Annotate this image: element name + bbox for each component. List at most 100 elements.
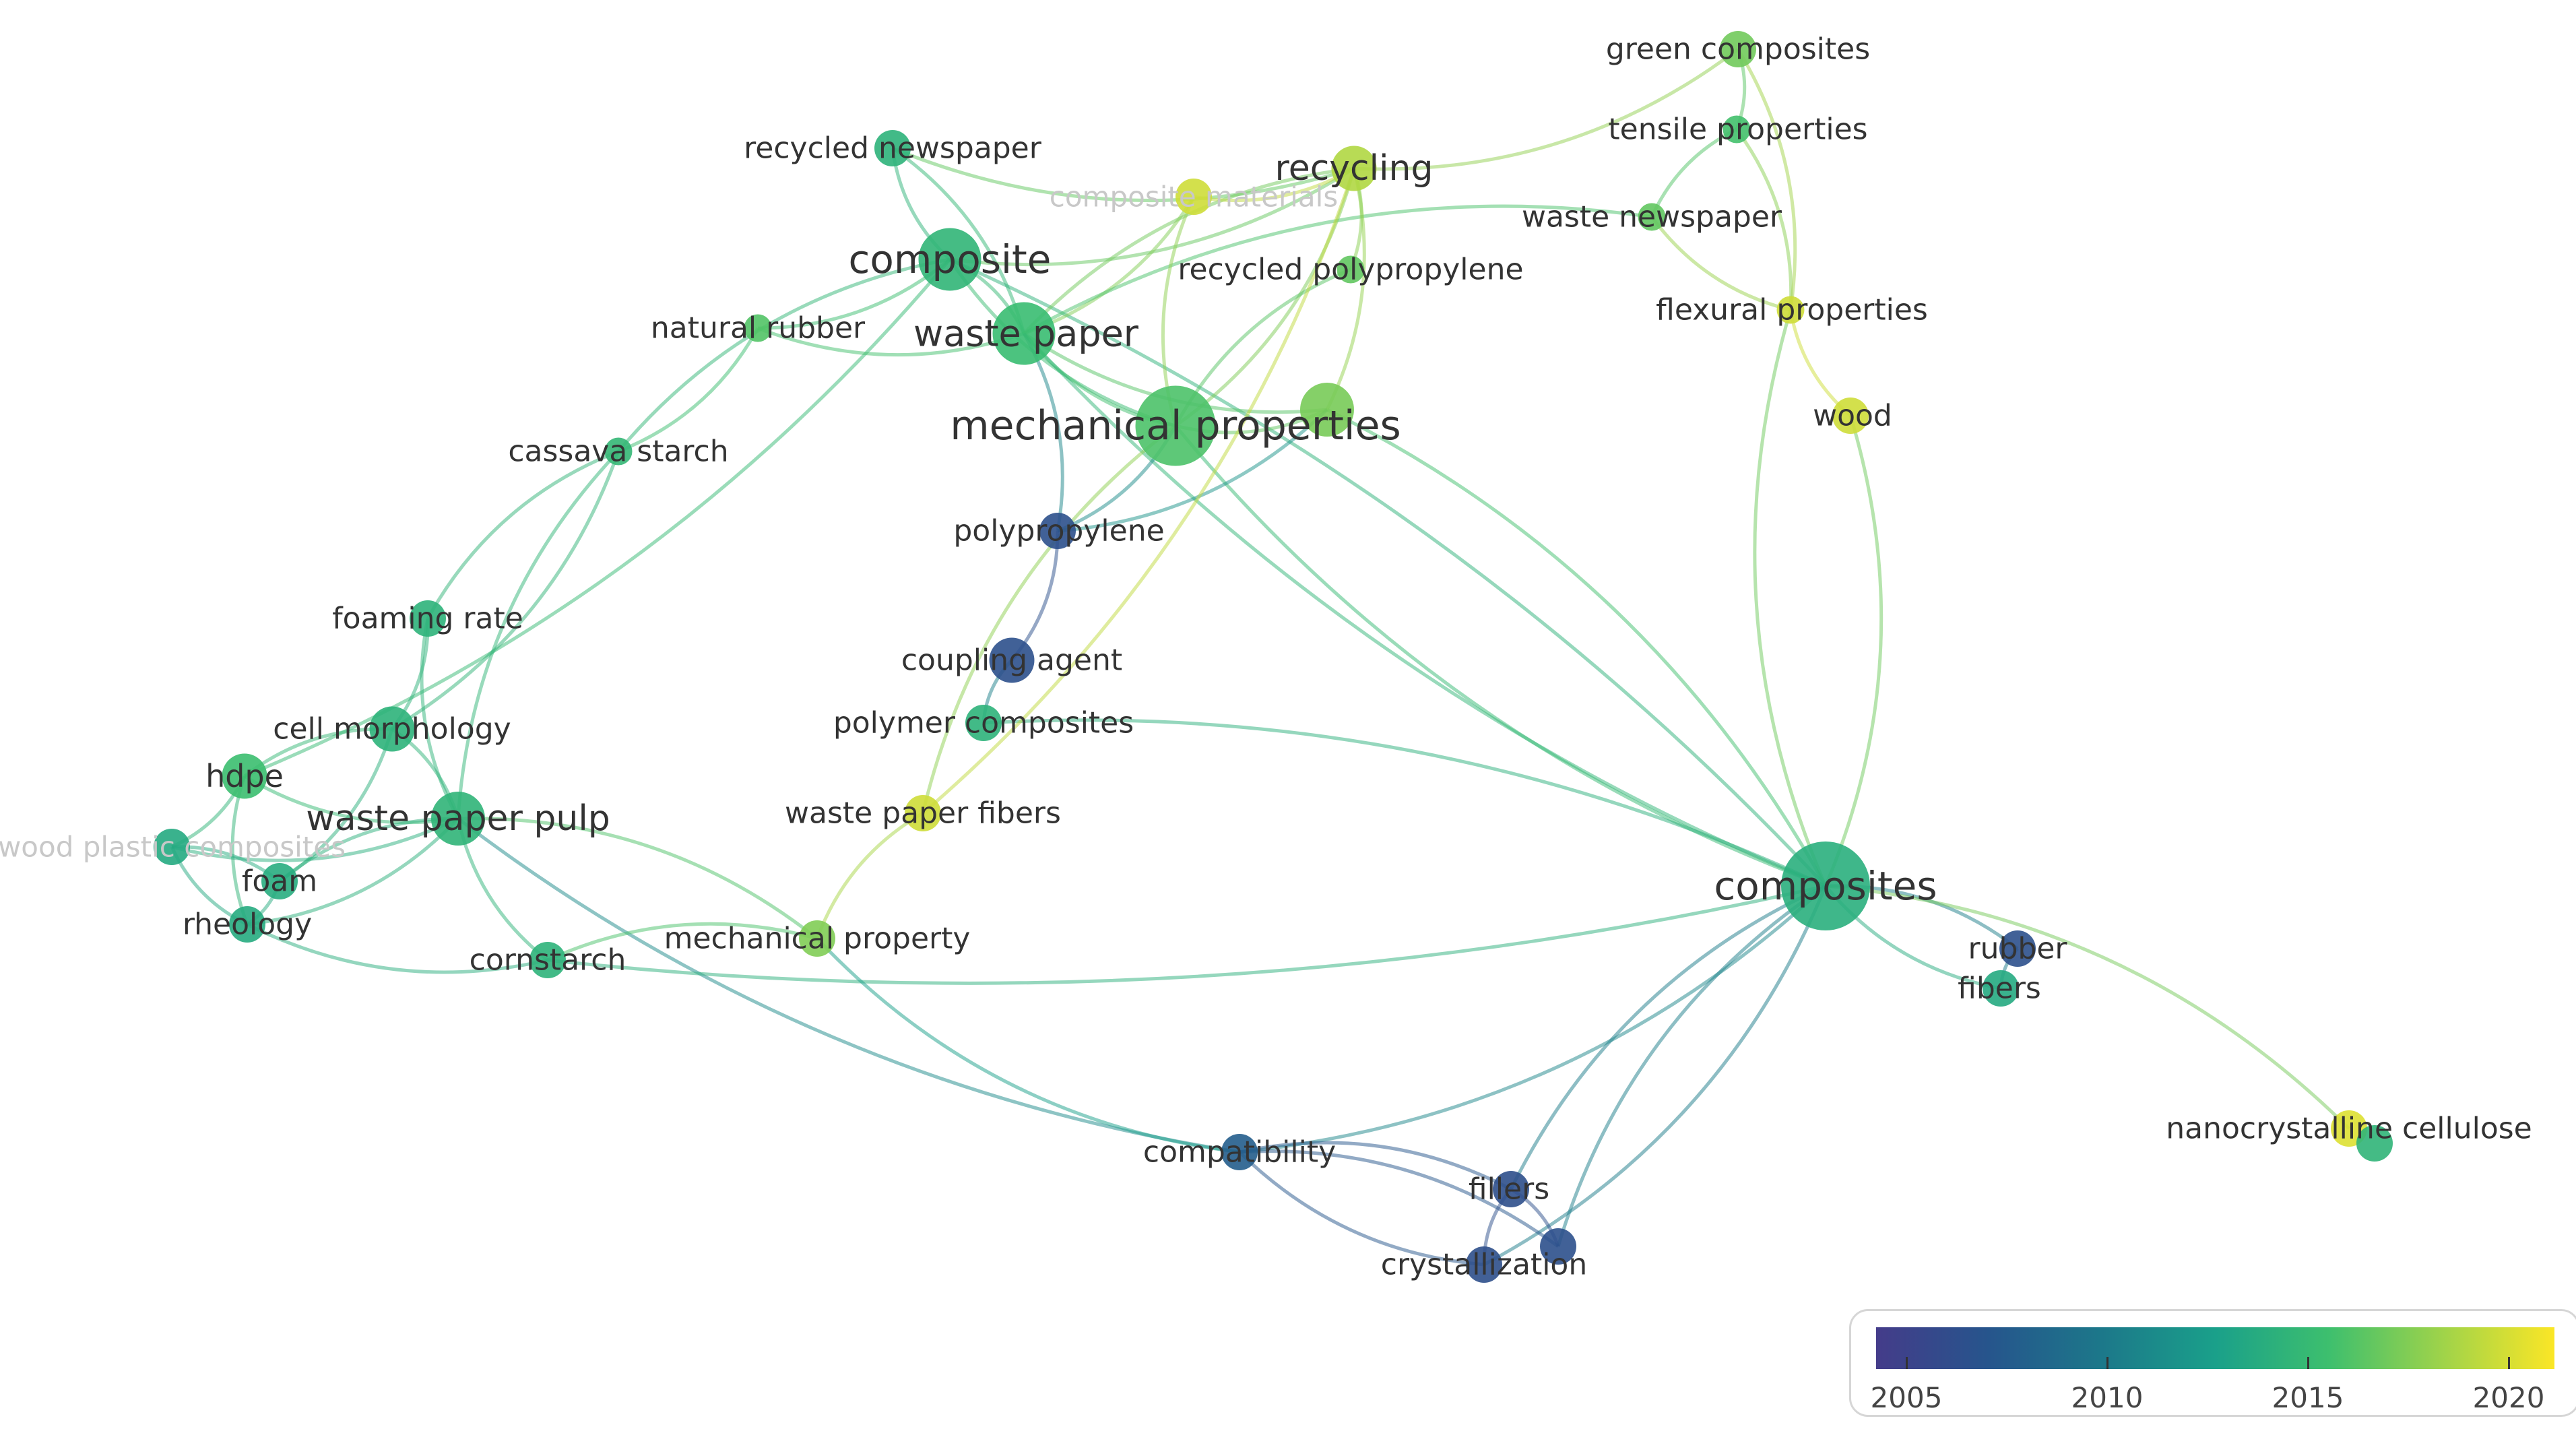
network-node[interactable] xyxy=(1781,841,1870,930)
network-node[interactable] xyxy=(1493,1171,1529,1207)
network-link xyxy=(457,817,818,940)
node-label: flexural properties xyxy=(1656,293,1928,327)
network-node[interactable] xyxy=(261,863,298,899)
network-link xyxy=(1023,204,1652,336)
network-node[interactable] xyxy=(965,705,1002,741)
legend-tick-label: 2005 xyxy=(1870,1381,1943,1414)
legend-tick xyxy=(2307,1357,2309,1369)
legend-tick-label: 2010 xyxy=(2071,1381,2144,1414)
network-link xyxy=(1326,408,1828,887)
network-node[interactable] xyxy=(154,829,190,865)
network-node[interactable] xyxy=(874,130,911,166)
network-link xyxy=(171,817,459,862)
node-label: tensile properties xyxy=(1608,113,1867,147)
network-link xyxy=(420,618,460,820)
network-node[interactable] xyxy=(989,637,1035,683)
network-node[interactable] xyxy=(1176,179,1212,215)
network-link xyxy=(1556,884,1827,1247)
network-link xyxy=(892,146,1355,203)
node-label: composite xyxy=(849,236,1052,282)
network-node[interactable] xyxy=(229,906,265,943)
network-link xyxy=(983,718,1827,888)
node-label: crystallization xyxy=(1381,1248,1587,1282)
node-label: cassava starch xyxy=(508,435,728,469)
network-node[interactable] xyxy=(604,437,633,466)
node-label: mechanical properties xyxy=(950,402,1401,449)
network-link xyxy=(1174,424,1826,888)
network-node[interactable] xyxy=(431,792,485,846)
network-link xyxy=(948,257,1827,887)
network-link xyxy=(244,258,951,778)
network-node[interactable] xyxy=(1999,930,2036,967)
network-node[interactable] xyxy=(1540,1228,1576,1265)
network-link xyxy=(243,774,459,825)
node-label: foam xyxy=(242,864,317,899)
network-link xyxy=(1023,332,1826,888)
network-link xyxy=(757,326,1025,357)
network-link xyxy=(921,424,1177,814)
network-node[interactable] xyxy=(222,753,267,799)
network-node[interactable] xyxy=(1776,296,1805,324)
network-link xyxy=(1239,1149,1559,1248)
network-link xyxy=(1353,48,1739,171)
network-node[interactable] xyxy=(799,920,835,957)
node-label: polypropylene xyxy=(953,514,1164,548)
node-label: cell morphology xyxy=(273,712,511,747)
network-node[interactable] xyxy=(1638,203,1666,231)
network-link xyxy=(1057,408,1328,533)
network-nodes xyxy=(154,31,2393,1283)
network-node[interactable] xyxy=(744,314,772,342)
node-label: hdpe xyxy=(205,758,284,794)
network-link xyxy=(1509,884,1827,1190)
network-link xyxy=(1736,48,1797,311)
node-label: wood xyxy=(1813,399,1892,433)
network-link xyxy=(1239,885,1827,1154)
node-label: mechanical property xyxy=(664,922,971,956)
network-link xyxy=(547,884,1826,985)
network-link xyxy=(1650,127,1738,218)
network-node[interactable] xyxy=(1832,398,1869,434)
network-link xyxy=(456,450,620,819)
node-label: fibers xyxy=(1958,972,2041,1006)
network-link xyxy=(1825,884,2350,1130)
network-node[interactable] xyxy=(1983,970,2019,1007)
network-node[interactable] xyxy=(1720,31,1756,67)
network-node[interactable] xyxy=(1135,385,1216,466)
node-label: rheology xyxy=(183,908,312,942)
network-node[interactable] xyxy=(1039,513,1076,549)
network-node[interactable] xyxy=(992,302,1056,365)
node-label: coupling agent xyxy=(901,643,1122,678)
node-label: rubber xyxy=(1968,932,2068,966)
network-node[interactable] xyxy=(1300,383,1354,437)
network-link xyxy=(949,166,1355,267)
network-node[interactable] xyxy=(918,228,981,291)
node-label: composite materials xyxy=(1050,181,1338,214)
node-label: recycling xyxy=(1275,148,1433,189)
network-node[interactable] xyxy=(905,795,941,831)
network-node[interactable] xyxy=(1221,1134,1258,1170)
network-link xyxy=(1239,1141,1512,1191)
network-link xyxy=(426,449,619,620)
network-node[interactable] xyxy=(529,942,566,978)
node-label: waste paper fibers xyxy=(785,796,1061,831)
network-node[interactable] xyxy=(1337,255,1365,284)
network-node[interactable] xyxy=(1722,115,1751,144)
network-node[interactable] xyxy=(369,706,415,752)
node-label: polymer composites xyxy=(833,706,1134,740)
network-node[interactable] xyxy=(2356,1125,2393,1162)
node-label: recycled newspaper xyxy=(744,131,1042,166)
node-label: compatibility xyxy=(1143,1135,1336,1170)
legend-tick-label: 2020 xyxy=(2472,1381,2545,1414)
network-link xyxy=(618,327,760,453)
network-link xyxy=(1824,415,1883,887)
network-link xyxy=(457,817,1240,1154)
network-link xyxy=(1735,128,1793,311)
node-label: recycled polypropylene xyxy=(1178,253,1523,287)
network-link xyxy=(391,451,620,731)
node-label: green composites xyxy=(1606,32,1870,67)
network-node[interactable] xyxy=(410,600,446,637)
network-node[interactable] xyxy=(1331,146,1377,191)
node-label: composites xyxy=(1714,863,1937,909)
network-node[interactable] xyxy=(1466,1246,1502,1283)
